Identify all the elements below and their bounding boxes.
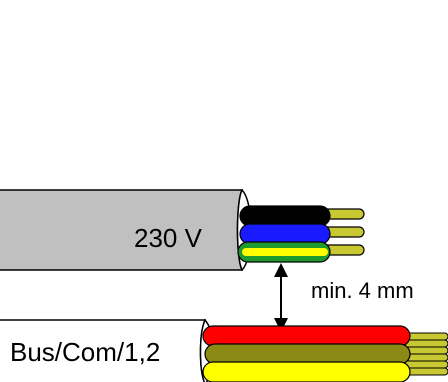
cable-230v-label: 230 V [134, 223, 203, 253]
cable-230v: 230 V [0, 188, 365, 272]
spacing-label: min. 4 mm [311, 278, 414, 303]
conductor-tips-bus [399, 332, 448, 376]
wire-olive [204, 343, 411, 365]
cable-bus-label: Bus/Com/1,2 [10, 337, 160, 367]
cable-230v-sheath [0, 189, 244, 271]
wire-blue [239, 223, 331, 245]
wire-yellow [202, 361, 411, 382]
wire-black [239, 205, 331, 227]
cable-bus: Bus/Com/1,2 [0, 318, 448, 382]
wire-green-yellow-stripe [242, 248, 328, 256]
wire-red [202, 325, 411, 347]
spacing-indicator: min. 4 mm [274, 263, 414, 332]
